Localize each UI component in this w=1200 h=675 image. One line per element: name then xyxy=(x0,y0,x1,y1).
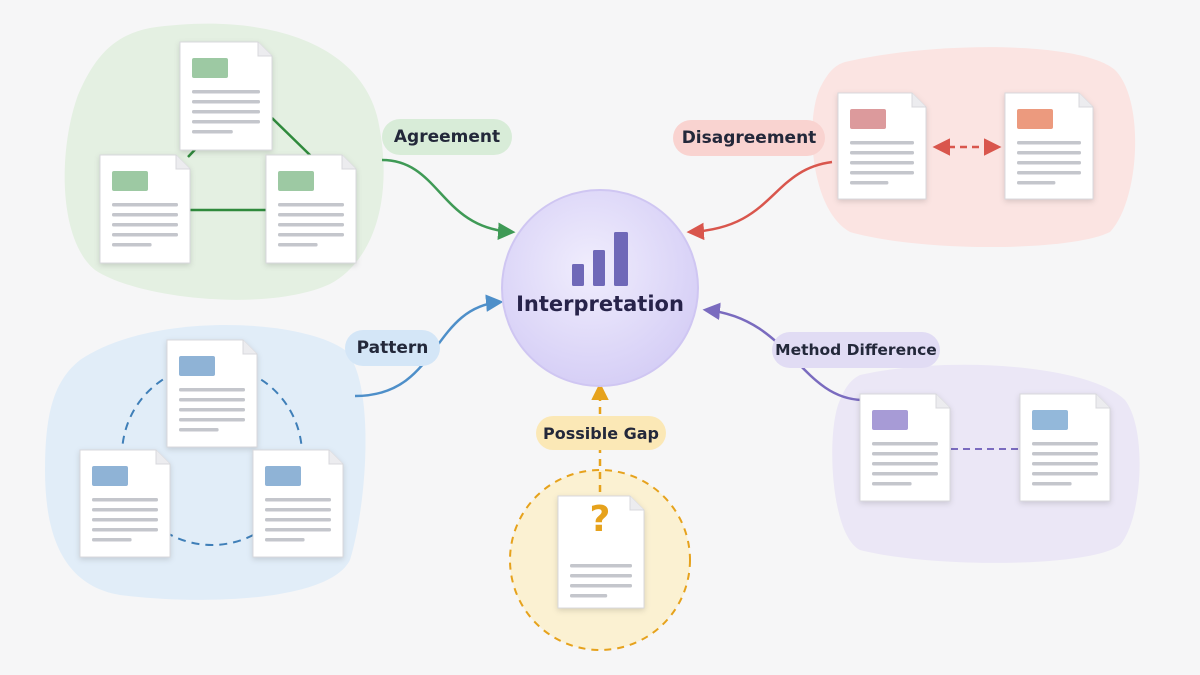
pattern-label: Pattern xyxy=(345,330,440,366)
possible-gap-label: Possible Gap xyxy=(536,416,666,450)
disagreement-doc-left-icon xyxy=(837,92,927,200)
question-mark-icon: ? xyxy=(589,499,611,540)
agreement-doc-left-icon xyxy=(99,154,191,264)
method-doc-right-icon xyxy=(1019,393,1111,502)
agreement-label: Agreement xyxy=(382,119,512,155)
agreement-doc-top-icon xyxy=(179,41,273,151)
agreement-arrow xyxy=(381,158,516,240)
pattern-doc-left-icon xyxy=(79,449,171,558)
bar-chart-icon xyxy=(572,232,628,286)
disagreement-arrow xyxy=(686,160,833,241)
possible-gap-doc-icon xyxy=(557,495,645,609)
disagreement-label: Disagreement xyxy=(673,120,825,156)
pattern-doc-top-icon xyxy=(166,339,258,448)
interpretation-label: Interpretation xyxy=(516,292,684,316)
interpretation-node xyxy=(501,189,699,387)
method-doc-left-icon xyxy=(859,393,951,502)
disagreement-doc-right-icon xyxy=(1004,92,1094,200)
agreement-doc-right-icon xyxy=(265,154,357,264)
pattern-doc-right-icon xyxy=(252,449,344,558)
method-difference-label: Method Difference xyxy=(772,332,940,368)
